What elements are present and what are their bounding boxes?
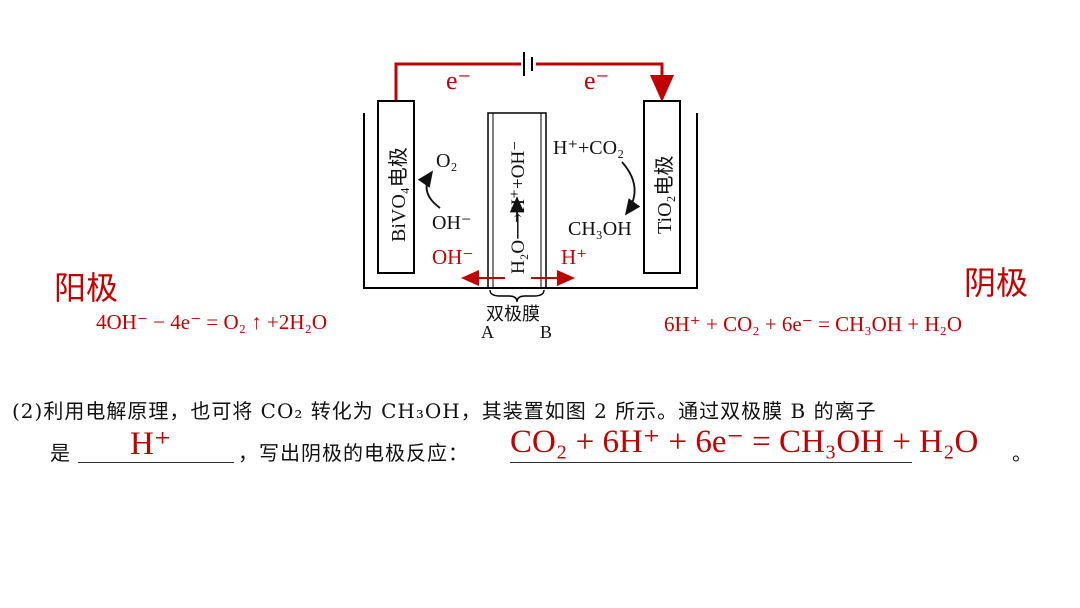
oh-minus-label: OH⁻: [432, 212, 472, 234]
bivo4-electrode: [377, 100, 415, 274]
answer-blank-2: [510, 462, 912, 463]
anode-equation: 4OH⁻ − 4e⁻ = O₂ ↑ +2H₂O: [96, 310, 327, 334]
tio2-electrode: [643, 100, 681, 274]
question-line-2-middle: ，写出阴极的电极反应：: [238, 441, 469, 465]
cathode-title: 阴极: [964, 264, 1029, 302]
question-line-2-end: 。: [1012, 441, 1033, 465]
co2-to-ch3oh-arrow: [621, 161, 641, 216]
membrane-side-b: B: [540, 322, 553, 342]
answer-2: CO₂ + 6H⁺ + 6e⁻ = CH₃OH + H₂O: [510, 424, 979, 460]
o2-label: O₂: [436, 150, 458, 172]
h-migration-label: H⁺: [561, 245, 588, 269]
external-circuit: [384, 52, 674, 125]
answer-blank-1: [78, 462, 234, 463]
question-line-1: (2)利用电解原理，也可将 CO₂ 转化为 CH₃OH，其装置如图 2 所示。通…: [12, 399, 877, 423]
bivo4-electrode-label: BiVO₄电极: [388, 147, 410, 242]
ch3oh-label: CH₃OH: [568, 218, 632, 240]
anode-title: 阳极: [54, 269, 119, 307]
tio2-electrode-label: TiO₂电极: [654, 155, 676, 235]
bipolar-membrane: [487, 112, 547, 303]
oh-migration-label: OH⁻: [432, 245, 474, 269]
electron-label-left: e⁻: [446, 66, 472, 95]
question-line-2-prefix: 是: [50, 441, 71, 465]
bipolar-membrane-label: 双极膜: [486, 304, 540, 325]
membrane-reaction-label: H₂O⟶H⁺+OH⁻: [508, 140, 529, 274]
electron-label-right: e⁻: [584, 66, 610, 95]
membrane-side-a: A: [481, 322, 494, 342]
h-co2-label: H⁺+CO₂: [553, 137, 625, 159]
answer-1: H⁺: [130, 426, 172, 462]
cathode-equation: 6H⁺ + CO₂ + 6e⁻ = CH₃OH + H₂O: [664, 312, 962, 336]
oh-to-o2-arrow: [417, 170, 441, 209]
